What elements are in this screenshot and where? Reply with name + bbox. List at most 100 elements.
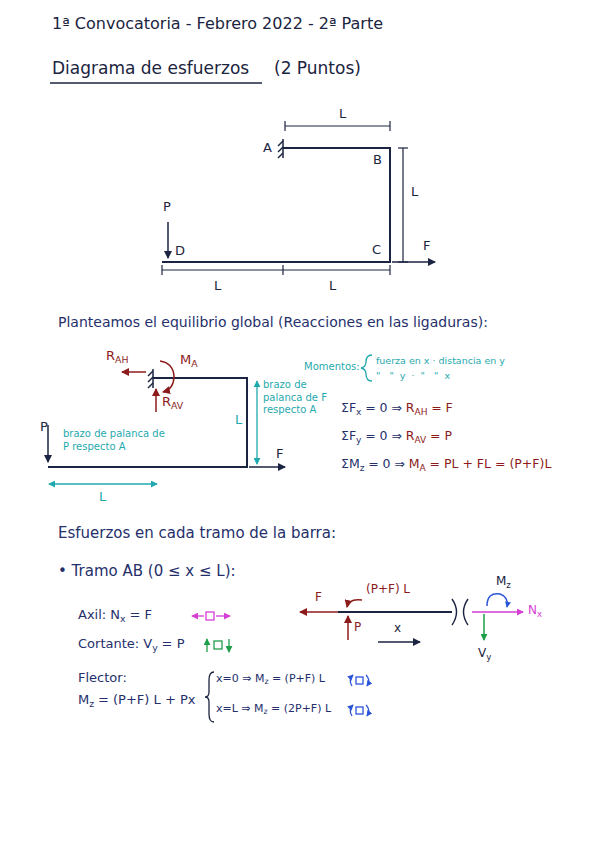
clamp-support (148, 377, 153, 382)
frame-structure (162, 148, 390, 262)
reaction-arrow (155, 389, 157, 412)
dimension-label: L (99, 489, 106, 504)
heading-underline (50, 82, 262, 83)
reaction-label-group: RAV (162, 394, 183, 411)
axial-sign-icon (192, 615, 204, 616)
section-heading: Planteamos el equilibrio global (Reaccio… (58, 314, 488, 330)
lever-arm-dimension (49, 483, 157, 484)
dimension-label-group: L (339, 106, 346, 122)
moment-expression: M (78, 692, 89, 707)
moments-note-group: fuerza en x · distancia en y (376, 355, 505, 366)
reaction-arrow (160, 361, 174, 392)
load-label-group: F (423, 238, 430, 254)
moments-note: fuerza en x · distancia en y (376, 355, 505, 366)
equilibrium-equation: AV (414, 435, 426, 445)
internal-force-label: z (506, 580, 511, 590)
shear-expression-group: Cortante: Vy= P (78, 636, 184, 653)
segment-heading-group: • Tramo AB (0 ≤ x ≤ L): (58, 562, 236, 580)
load-arrow (392, 261, 435, 263)
moment-value-group: x=L ⇒ Mz= (2P+F) L (216, 702, 331, 717)
internal-force-label: V (478, 646, 486, 660)
axial-expression: x (120, 613, 126, 624)
frame-structure (48, 378, 247, 467)
load-label: P (163, 199, 171, 214)
reaction-label: R (106, 348, 115, 363)
moment-sign-icon (350, 675, 369, 716)
equilibrium-equation: = 0 ⇒ (365, 428, 402, 443)
coordinate-label-group: x (394, 621, 401, 635)
lever-arm-dimension (256, 381, 257, 464)
page-title: 1ª Convocatoria - Febrero 2022 - 2ª Part… (52, 14, 383, 33)
dimension-label-group: L (411, 184, 418, 200)
reaction-arrow (347, 616, 349, 640)
internal-force-label-group: Vy (478, 646, 491, 662)
moment-sign-icon (356, 677, 363, 684)
dimension-line (398, 147, 408, 148)
cut-symbol (452, 599, 457, 625)
moment-brace (205, 672, 214, 722)
dimension-label-group: L (99, 489, 106, 505)
clamp-support (148, 369, 153, 388)
axial-sign-icon (192, 612, 230, 620)
equilibrium-equation: R (406, 400, 415, 415)
moment-value: z (264, 707, 268, 716)
point-label-group: B (373, 152, 382, 168)
reaction-arrow (300, 600, 362, 640)
reaction-label: AV (171, 400, 183, 411)
section-heading: Diagrama de esfuerzos (52, 58, 249, 78)
clamp-support (278, 141, 283, 146)
dimension-label: L (339, 106, 346, 121)
reaction-label: M (180, 352, 191, 367)
point-label: D (175, 243, 185, 258)
equilibrium-equation: ΣM (341, 456, 360, 471)
axial-sign-icon (206, 612, 214, 620)
frame-structure (48, 378, 247, 467)
internal-force-label-group: Mz (496, 574, 511, 590)
moment-expression-group: Mz= (P+F) L + Px (78, 692, 195, 709)
point-label-group: D (175, 243, 185, 259)
moment-sign-icon (350, 675, 353, 686)
reaction-label: R (162, 394, 171, 409)
equilibrium-equation: = PL + FL = (P+F)L (430, 456, 552, 471)
moment-heading: Flector: (78, 670, 127, 685)
shear-sign-icon (228, 639, 229, 652)
reaction-label: (P+F) L (366, 582, 410, 596)
dimension-label: L (411, 184, 418, 199)
load-label-group: P (40, 419, 48, 435)
segment-heading: • Tramo AB (0 ≤ x ≤ L): (58, 562, 236, 580)
reaction-label-group: RAH (106, 348, 128, 365)
lever-arm-note: brazo de palanca de P respecto A (63, 428, 165, 452)
reaction-label-group: P (354, 620, 361, 634)
point-label-group: C (372, 242, 381, 258)
equilibrium-equation: = P (430, 428, 452, 443)
shear-sign-icon (214, 641, 222, 649)
clamp-support (278, 147, 283, 152)
equilibrium-equation: = F (431, 400, 453, 415)
load-arrow (167, 222, 169, 258)
equilibrium-equation: AH (414, 407, 427, 417)
shear-expression: Cortante: V (78, 636, 152, 651)
coordinate-label: x (394, 621, 401, 635)
axial-force-arrow (472, 611, 523, 613)
lever-arm-note: brazo de palanca de F respecto A (263, 379, 327, 415)
moment-sign-icon (366, 675, 369, 686)
moment-sign-icon (356, 707, 363, 714)
beam-segment (338, 611, 452, 613)
frame-structure (162, 148, 390, 262)
equilibrium-equation: z (360, 463, 365, 473)
bending-moment-arrow (487, 594, 507, 607)
internal-force-label: M (496, 574, 506, 588)
reaction-arrow (300, 611, 338, 613)
load-arrow (249, 466, 285, 468)
dimension-label-group: L (214, 278, 221, 294)
moment-value: = (2P+F) L (271, 702, 331, 715)
equilibrium-equation: ΣF (341, 400, 356, 415)
clamp-support (278, 153, 283, 158)
cut-symbol (452, 599, 468, 625)
shear-sign-icon (206, 639, 207, 652)
axial-expression: Axil: N (78, 607, 120, 622)
equilibrium-equation: = 0 ⇒ (368, 456, 405, 471)
reaction-arrow (122, 371, 146, 373)
dimension-label-group: L (329, 278, 336, 294)
